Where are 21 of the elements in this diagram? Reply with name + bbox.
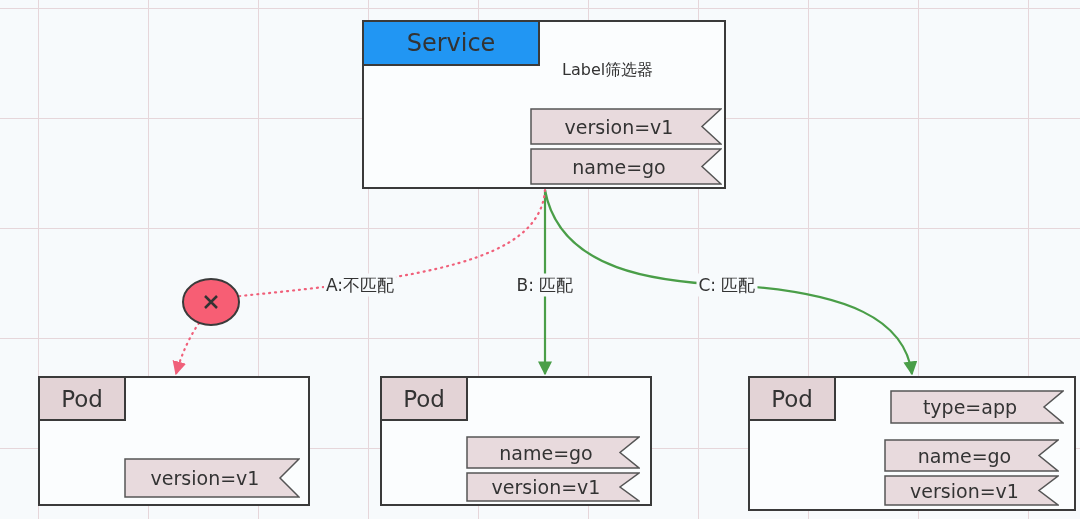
component-box bbox=[380, 376, 652, 506]
title-header: Pod bbox=[748, 376, 836, 421]
label-tag: version=v1 bbox=[530, 108, 722, 145]
edge-label: C: 匹配 bbox=[696, 273, 758, 297]
label-tag: type=app bbox=[890, 390, 1064, 424]
edge-label: A:不匹配 bbox=[323, 273, 397, 297]
label-tag: version=v1 bbox=[124, 458, 300, 498]
arrow bbox=[172, 321, 201, 376]
component-box bbox=[748, 376, 1076, 511]
caption-text: Label筛选器 bbox=[562, 60, 654, 81]
label-tag: version=v1 bbox=[884, 475, 1059, 506]
title-header: Pod bbox=[380, 376, 468, 421]
label-tag: name=go bbox=[530, 148, 722, 185]
component-box bbox=[38, 376, 310, 506]
title-header: Service bbox=[362, 20, 540, 66]
label-tag: name=go bbox=[884, 439, 1059, 472]
no-match-icon bbox=[182, 278, 240, 326]
label-tag: name=go bbox=[466, 436, 640, 469]
label-tag: version=v1 bbox=[466, 472, 640, 502]
component-box bbox=[362, 20, 726, 189]
title-header: Pod bbox=[38, 376, 126, 421]
